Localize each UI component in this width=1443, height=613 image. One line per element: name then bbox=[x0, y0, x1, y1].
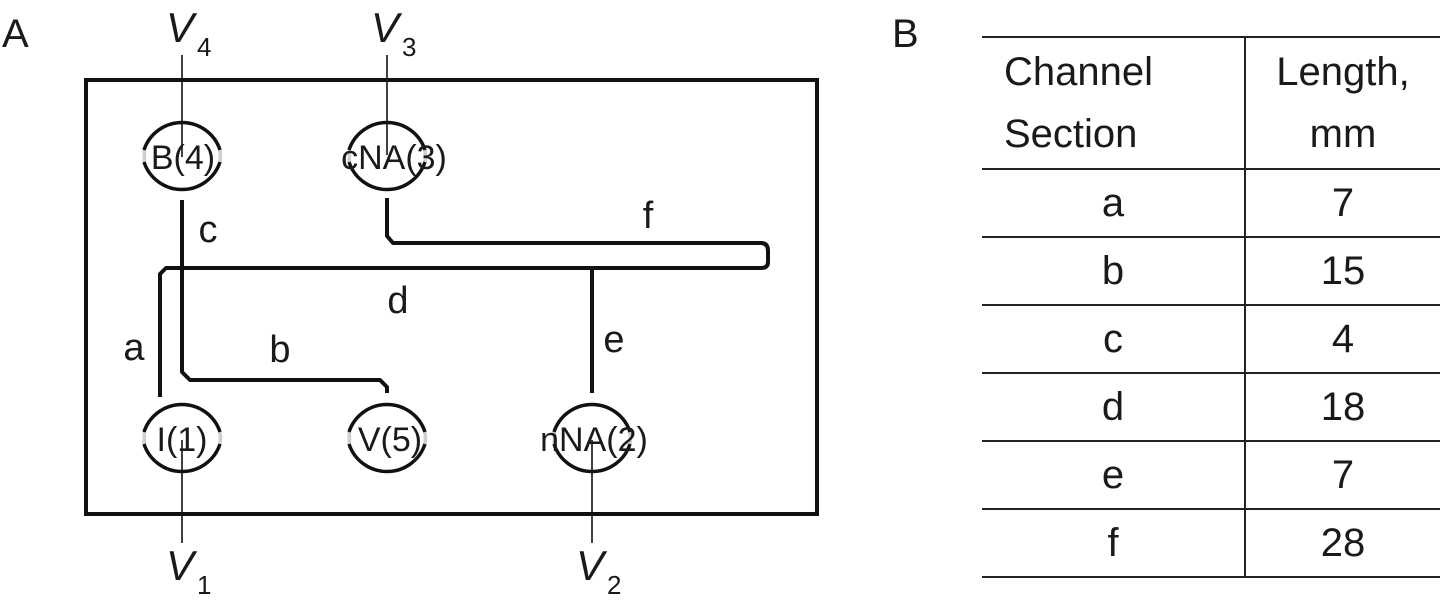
cell-length: 15 bbox=[1245, 237, 1440, 306]
header-channel-section: Channel Section bbox=[982, 36, 1246, 170]
cell-length: 28 bbox=[1245, 509, 1440, 578]
header-length-line1: Length, bbox=[1276, 50, 1410, 94]
panel-b-label: B bbox=[892, 12, 919, 56]
well-nna2 bbox=[552, 402, 633, 474]
channel-a-d bbox=[158, 261, 770, 397]
cell-length: 18 bbox=[1245, 373, 1440, 442]
panel-a-label: A bbox=[2, 12, 29, 56]
segment-label-f: f bbox=[643, 195, 654, 237]
well-cna3 bbox=[347, 120, 428, 192]
segment-label-c: c bbox=[199, 209, 218, 251]
cell-section: f bbox=[982, 509, 1246, 578]
chip-outline bbox=[84, 78, 819, 516]
well-v5 bbox=[347, 402, 428, 474]
cell-length: 7 bbox=[1245, 169, 1440, 238]
table-row: a 7 bbox=[982, 169, 1440, 238]
header-length: Length, mm bbox=[1245, 36, 1440, 170]
table-header-row: Channel Section Length, mm bbox=[982, 36, 1440, 170]
cell-section: c bbox=[982, 305, 1246, 374]
channel-length-table: Channel Section Length, mm a 7 b 15 c 4 … bbox=[982, 36, 1440, 578]
cell-section: e bbox=[982, 441, 1246, 510]
segment-label-e: e bbox=[603, 319, 624, 361]
segment-label-a: a bbox=[123, 327, 145, 369]
channel-c-b bbox=[180, 200, 389, 393]
cell-length: 7 bbox=[1245, 441, 1440, 510]
microchip-diagram: A B(4) cNA(3) I(1 bbox=[2, 4, 919, 600]
channel-f bbox=[385, 198, 770, 262]
table-row: f 28 bbox=[982, 509, 1440, 578]
cell-length: 4 bbox=[1245, 305, 1440, 374]
cell-section: a bbox=[982, 169, 1246, 238]
port-label-cna3: cNA(3) bbox=[341, 139, 447, 177]
port-label-nna2: nNA(2) bbox=[540, 421, 648, 459]
well-i1 bbox=[142, 402, 223, 474]
table-row: c 4 bbox=[982, 305, 1440, 374]
table-row: b 15 bbox=[982, 237, 1440, 306]
port-label-i1: I(1) bbox=[157, 421, 208, 459]
cell-section: b bbox=[982, 237, 1246, 306]
table-row: e 7 bbox=[982, 441, 1440, 510]
table-row: d 18 bbox=[982, 373, 1440, 442]
header-channel-line1: Channel bbox=[1004, 50, 1154, 94]
port-label-b4: B(4) bbox=[151, 139, 215, 177]
header-length-line2: mm bbox=[1309, 112, 1377, 156]
port-label-v5: V(5) bbox=[358, 421, 422, 459]
segment-label-b: b bbox=[269, 329, 290, 371]
cell-section: d bbox=[982, 373, 1246, 442]
well-b4 bbox=[142, 120, 223, 192]
segment-label-d: d bbox=[387, 280, 408, 322]
header-channel-line2: Section bbox=[1004, 112, 1138, 156]
